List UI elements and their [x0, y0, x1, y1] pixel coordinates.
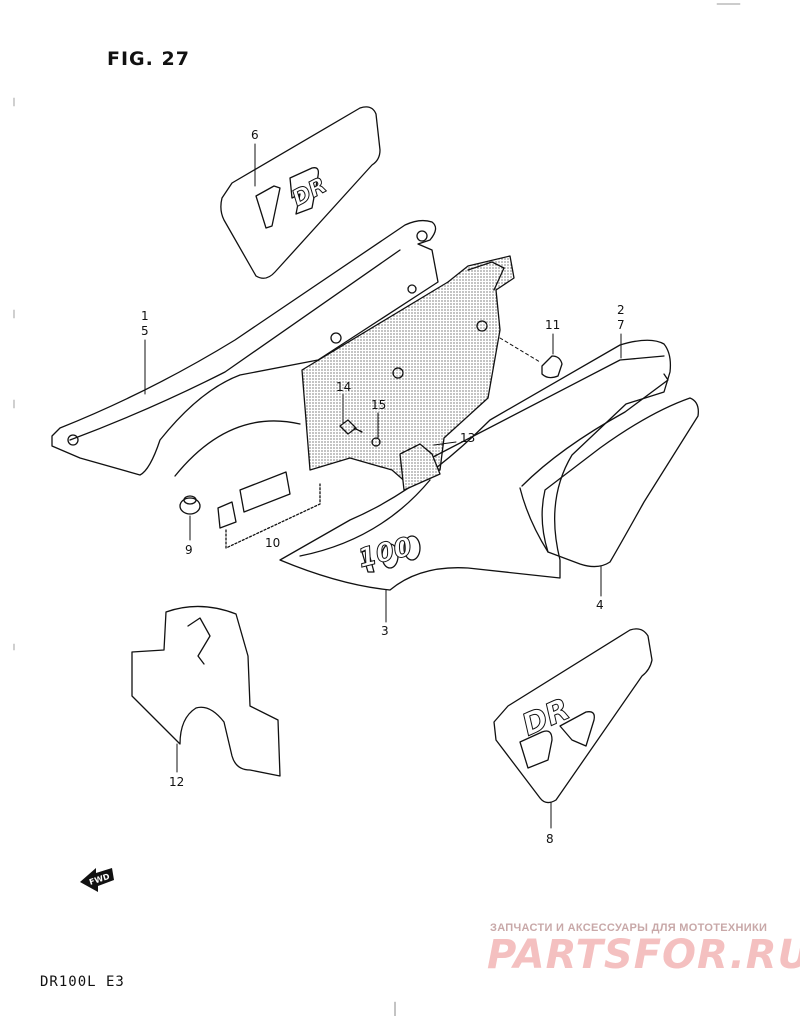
part-number-14: 14 [336, 380, 352, 394]
leader-lines [144, 143, 622, 1016]
part-number-12: 12 [169, 775, 185, 789]
part-number-3: 3 [381, 624, 389, 638]
watermark-tagline: ЗАПЧАСТИ И АКСЕССУАРЫ ДЛЯ МОТОТЕХНИКИ [490, 922, 768, 934]
washer-15 [371, 437, 381, 447]
part-number-10: 10 [265, 536, 281, 550]
part-number-11: 11 [545, 318, 561, 332]
tape-set-10 [217, 471, 321, 549]
part-number-6: 6 [251, 128, 259, 142]
number-plate [519, 373, 699, 568]
part-number-15: 15 [371, 398, 387, 412]
figure-title: FIG. 27 [107, 48, 190, 70]
watermark-logo: PARTSFOR.RU [487, 932, 800, 978]
heat-shield-12 [131, 605, 281, 777]
emblem-decal-bottom [493, 628, 653, 804]
side-cover-main [279, 339, 672, 591]
damper-9 [179, 495, 201, 515]
part-number-13: 13 [460, 431, 476, 445]
part-number-4: 4 [596, 598, 604, 612]
grommet-11 [541, 355, 563, 379]
scan-margin-marks [13, 3, 741, 651]
part-number-8: 8 [546, 832, 554, 846]
model-code: DR100L E3 [40, 974, 125, 990]
number-decal-100 [361, 535, 421, 573]
screw-14 [339, 419, 363, 435]
bracket-13 [399, 443, 441, 491]
part-number-9: 9 [185, 543, 193, 557]
fwd-arrow-icon: FWD [80, 868, 114, 892]
frame-cover-left [51, 219, 439, 477]
emblem-decal-top [220, 106, 381, 279]
